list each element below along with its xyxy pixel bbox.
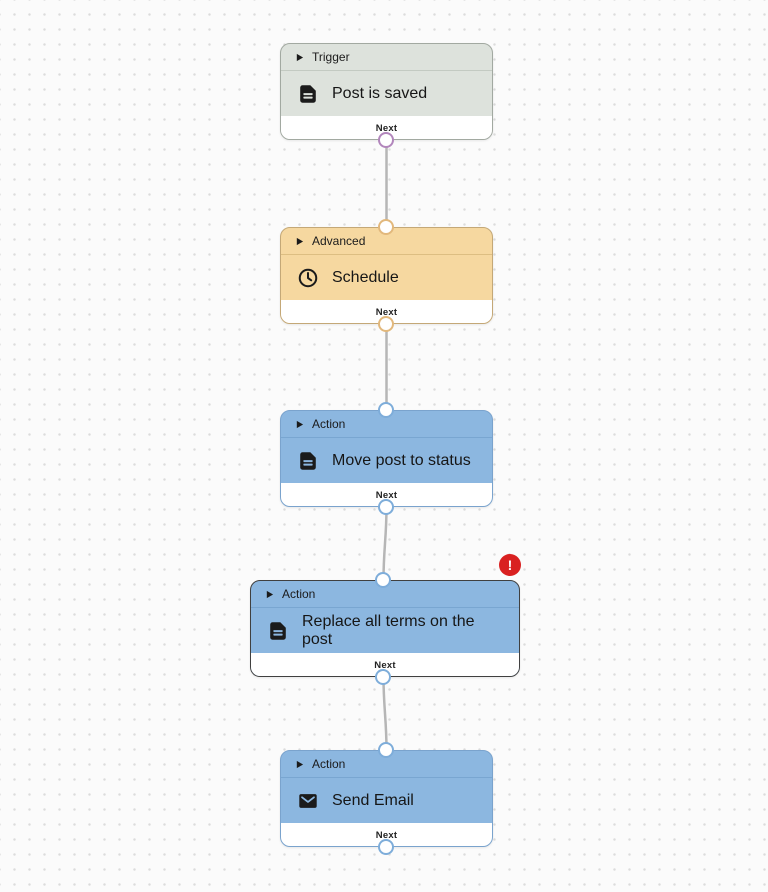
collapse-triangle-icon: [295, 53, 304, 62]
next-label: Next: [375, 829, 398, 841]
collapse-triangle-icon: [265, 590, 274, 599]
port-input-action1[interactable]: [378, 402, 394, 418]
node-body: Replace all terms on the post: [251, 608, 519, 653]
next-branch-action3[interactable]: Next: [281, 823, 492, 846]
envelope-icon: [297, 790, 319, 812]
node-type-label: Action: [312, 417, 346, 431]
port-input-advanced[interactable]: [378, 219, 394, 235]
node-header-toggle[interactable]: Advanced: [281, 228, 492, 255]
next-branch-trigger[interactable]: Next: [281, 116, 492, 139]
node-advanced-schedule[interactable]: Advanced Schedule Next: [280, 227, 493, 324]
node-title: Move post to status: [332, 451, 471, 469]
document-icon: [297, 450, 319, 472]
port-output-trigger[interactable]: [378, 132, 394, 148]
node-title: Send Email: [332, 791, 414, 809]
node-action-move-post-to-status[interactable]: Action Move post to status Next: [280, 410, 493, 507]
node-title: Schedule: [332, 268, 399, 286]
clock-icon: [297, 267, 319, 289]
port-output-action3[interactable]: [378, 839, 394, 855]
node-body: Post is saved: [281, 71, 492, 116]
port-input-action2[interactable]: [375, 572, 391, 588]
node-body: Schedule: [281, 255, 492, 300]
node-header-toggle[interactable]: Trigger: [281, 44, 492, 71]
node-title: Post is saved: [332, 84, 428, 102]
node-action-replace-all-terms[interactable]: Action Replace all terms on the post Nex…: [250, 580, 520, 677]
collapse-triangle-icon: [295, 760, 304, 769]
error-badge[interactable]: !: [499, 554, 521, 576]
next-branch-advanced[interactable]: Next: [281, 300, 492, 323]
next-label: Next: [375, 306, 398, 318]
node-body: Move post to status: [281, 438, 492, 483]
next-branch-action2[interactable]: Next: [251, 653, 519, 676]
node-body: Send Email: [281, 778, 492, 823]
node-type-label: Action: [312, 757, 346, 771]
port-output-advanced[interactable]: [378, 316, 394, 332]
next-branch-action1[interactable]: Next: [281, 483, 492, 506]
document-icon: [297, 83, 319, 105]
port-output-action2[interactable]: [375, 669, 391, 685]
next-label: Next: [375, 122, 398, 134]
error-exclamation: !: [507, 557, 513, 573]
node-header-toggle[interactable]: Action: [281, 411, 492, 438]
node-header-toggle[interactable]: Action: [281, 751, 492, 778]
node-type-label: Advanced: [312, 234, 366, 248]
node-type-label: Trigger: [312, 50, 350, 64]
node-action-send-email[interactable]: Action Send Email Next: [280, 750, 493, 847]
document-icon: [267, 620, 289, 642]
port-output-action1[interactable]: [378, 499, 394, 515]
port-input-action3[interactable]: [378, 742, 394, 758]
edge-action2-to-action3: [382, 675, 388, 752]
next-label: Next: [375, 489, 398, 501]
node-header-toggle[interactable]: Action: [251, 581, 519, 608]
collapse-triangle-icon: [295, 237, 304, 246]
edge-action1-to-action2: [382, 505, 388, 582]
node-type-label: Action: [282, 587, 316, 601]
node-title: Replace all terms on the post: [302, 612, 475, 648]
next-label: Next: [374, 659, 396, 671]
collapse-triangle-icon: [295, 420, 304, 429]
node-trigger-post-is-saved[interactable]: Trigger Post is saved Next: [280, 43, 493, 140]
